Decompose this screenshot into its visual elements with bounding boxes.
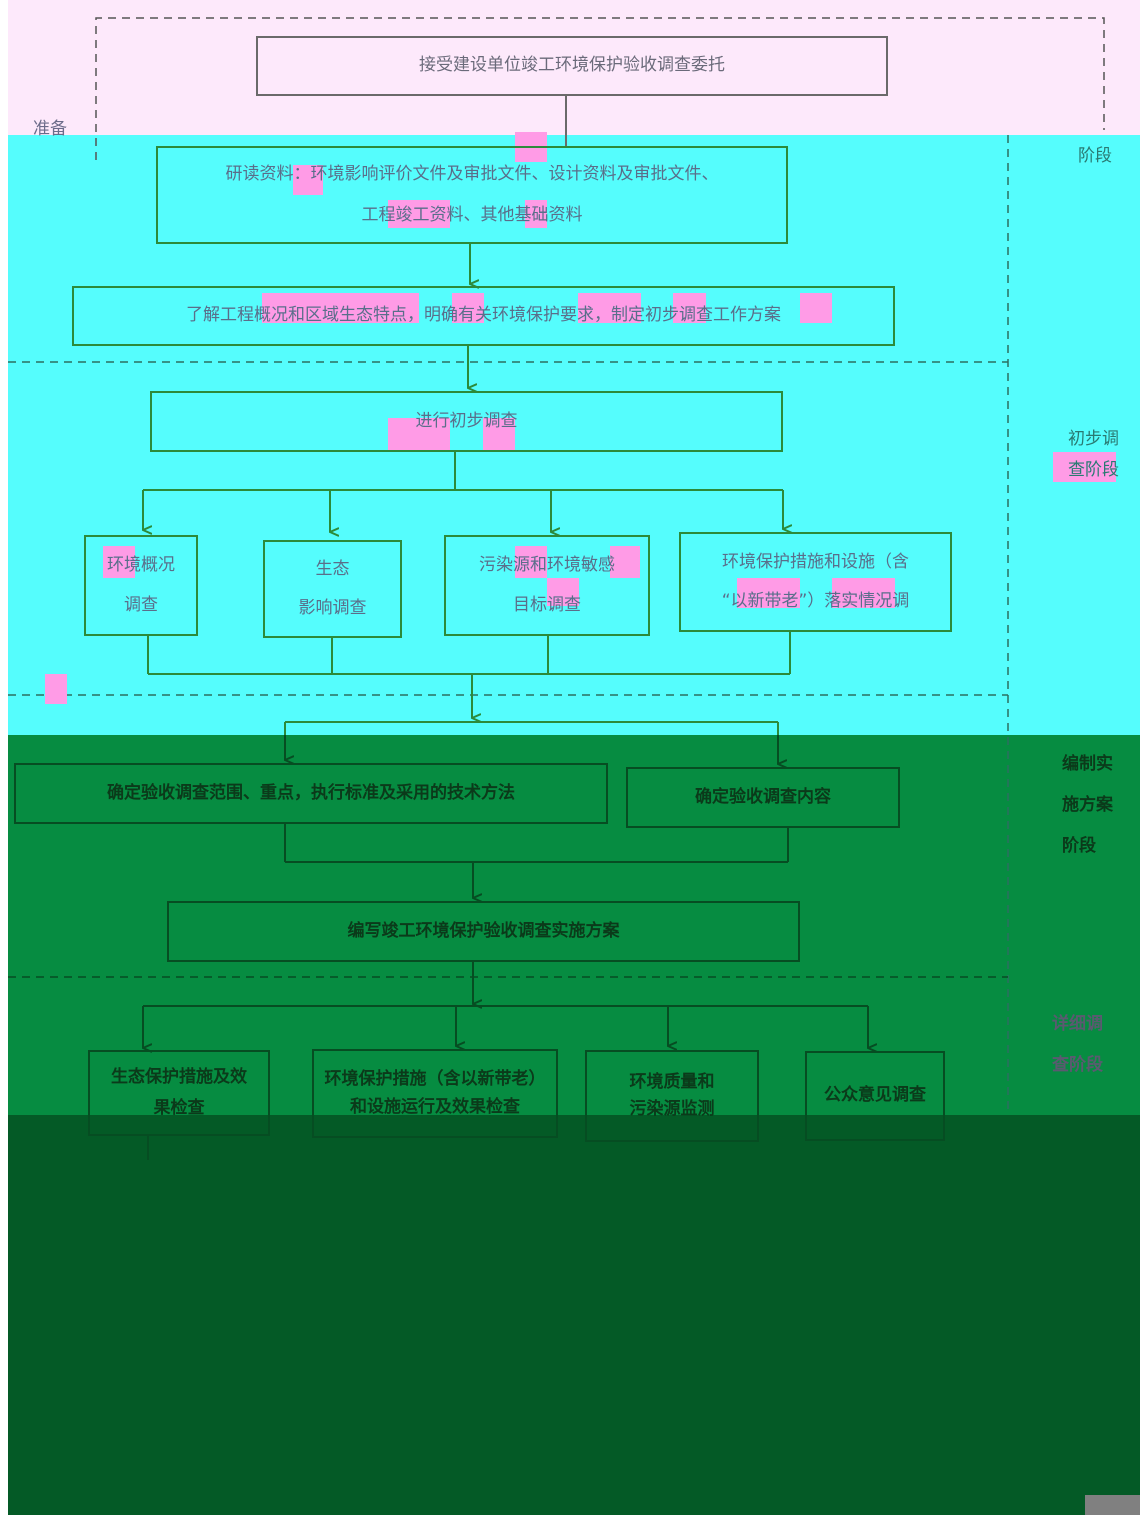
- quality-monitoring-line1: 环境质量和: [629, 1071, 715, 1092]
- pollution-source-line1: 污染源和环境敏感: [479, 555, 615, 576]
- highlight-block: [515, 546, 547, 578]
- highlight-block: [800, 293, 832, 323]
- eco-protection-check-box: 生态保护措施及效 果检查: [88, 1050, 270, 1136]
- study-materials-line2: 工程竣工资料、其他基础资料: [361, 205, 583, 225]
- survey-scope-box: 确定验收调查范围、重点，执行标准及采用的技术方法: [14, 763, 608, 824]
- highlight-block: [737, 578, 800, 608]
- facility-operation-check-line2: 和设施运行及效果检查: [350, 1096, 520, 1117]
- highlight-block: [388, 418, 450, 450]
- highlight-block: [610, 546, 640, 578]
- survey-scope-text: 确定验收调查范围、重点，执行标准及采用的技术方法: [107, 782, 515, 803]
- facility-operation-check-line1: 环境保护措施（含以新带老）: [324, 1069, 546, 1090]
- stage-label-plan: 编制实 施方案 阶段: [1062, 754, 1113, 856]
- accept-commission-box: 接受建设单位竣工环境保护验收调查委托: [256, 36, 888, 96]
- detail-stage-band-left: [8, 1115, 643, 1515]
- facility-operation-check-box: 环境保护措施（含以新带老） 和设施运行及效果检查: [312, 1049, 558, 1138]
- eco-impact-line1: 生态: [315, 558, 350, 579]
- write-plan-box: 编写竣工环境保护验收调查实施方案: [167, 901, 800, 962]
- eco-impact-box: 生态 影响调查: [263, 540, 402, 638]
- survey-content-text: 确定验收调查内容: [695, 786, 831, 807]
- protection-measures-line1: 环境保护措施和设施（含: [722, 551, 909, 572]
- eco-protection-check-line2: 果检查: [153, 1098, 205, 1118]
- study-materials-box: 研读资料：环境影响评价文件及审批文件、设计资料及审批文件、 工程竣工资料、其他基…: [156, 146, 788, 244]
- highlight-block: [578, 293, 641, 323]
- preliminary-survey-box: 进行初步调查: [150, 391, 783, 452]
- env-overview-line2: 调查: [124, 594, 158, 615]
- stage-label-prep-suffix: 阶段: [1078, 146, 1112, 166]
- survey-content-box: 确定验收调查内容: [626, 767, 900, 828]
- public-opinion-text: 公众意见调查: [824, 1085, 926, 1106]
- highlight-block: [483, 418, 515, 450]
- highlight-block: [547, 578, 579, 606]
- stage-label-preliminary: 初步调 查阶段: [1068, 429, 1119, 480]
- highlight-block: [832, 578, 895, 608]
- stage-label-detail: 详细调 查阶段: [1052, 1014, 1103, 1075]
- highlight-block: [262, 293, 419, 323]
- understand-project-box: 了解工程概况和区域生态特点，明确有关环境保护要求，制定初步调查工作方案: [72, 286, 895, 346]
- highlight-block: [673, 293, 706, 323]
- highlight-block: [452, 293, 484, 323]
- highlight-block: [103, 546, 135, 578]
- eco-impact-line2: 影响调查: [298, 598, 367, 618]
- corner-block: [1085, 1495, 1140, 1515]
- eco-protection-check-line1: 生态保护措施及效: [111, 1067, 247, 1088]
- understand-project-text: 了解工程概况和区域生态特点，明确有关环境保护要求，制定初步调查工作方案: [186, 305, 781, 326]
- quality-monitoring-box: 环境质量和 污染源监测: [585, 1050, 759, 1142]
- highlight-block: [388, 200, 450, 228]
- env-overview-line1: 环境概况: [107, 555, 175, 576]
- env-overview-box: 环境概况 调查: [84, 535, 198, 636]
- protection-measures-box: 环境保护措施和设施（含 “以新带老”）落实情况调: [679, 532, 952, 632]
- write-plan-text: 编写竣工环境保护验收调查实施方案: [347, 920, 620, 941]
- preliminary-survey-text: 进行初步调查: [415, 410, 518, 431]
- highlight-block: [1053, 452, 1116, 482]
- accept-commission-text: 接受建设单位竣工环境保护验收调查委托: [419, 55, 725, 76]
- pollution-source-box: 污染源和环境敏感 目标调查: [444, 535, 650, 636]
- detail-stage-band-right: [643, 1115, 1140, 1515]
- highlight-block: [293, 165, 323, 195]
- stage-label-prep: 准备: [33, 119, 67, 139]
- public-opinion-box: 公众意见调查: [805, 1051, 945, 1141]
- study-materials-line1: 研读资料：环境影响评价文件及审批文件、设计资料及审批文件、: [225, 164, 719, 185]
- highlight-block: [525, 200, 547, 228]
- quality-monitoring-line2: 污染源监测: [629, 1099, 715, 1119]
- protection-measures-line2: “以新带老”）落实情况调: [721, 591, 910, 611]
- pollution-source-line2: 目标调查: [513, 594, 581, 615]
- highlight-block: [45, 674, 67, 704]
